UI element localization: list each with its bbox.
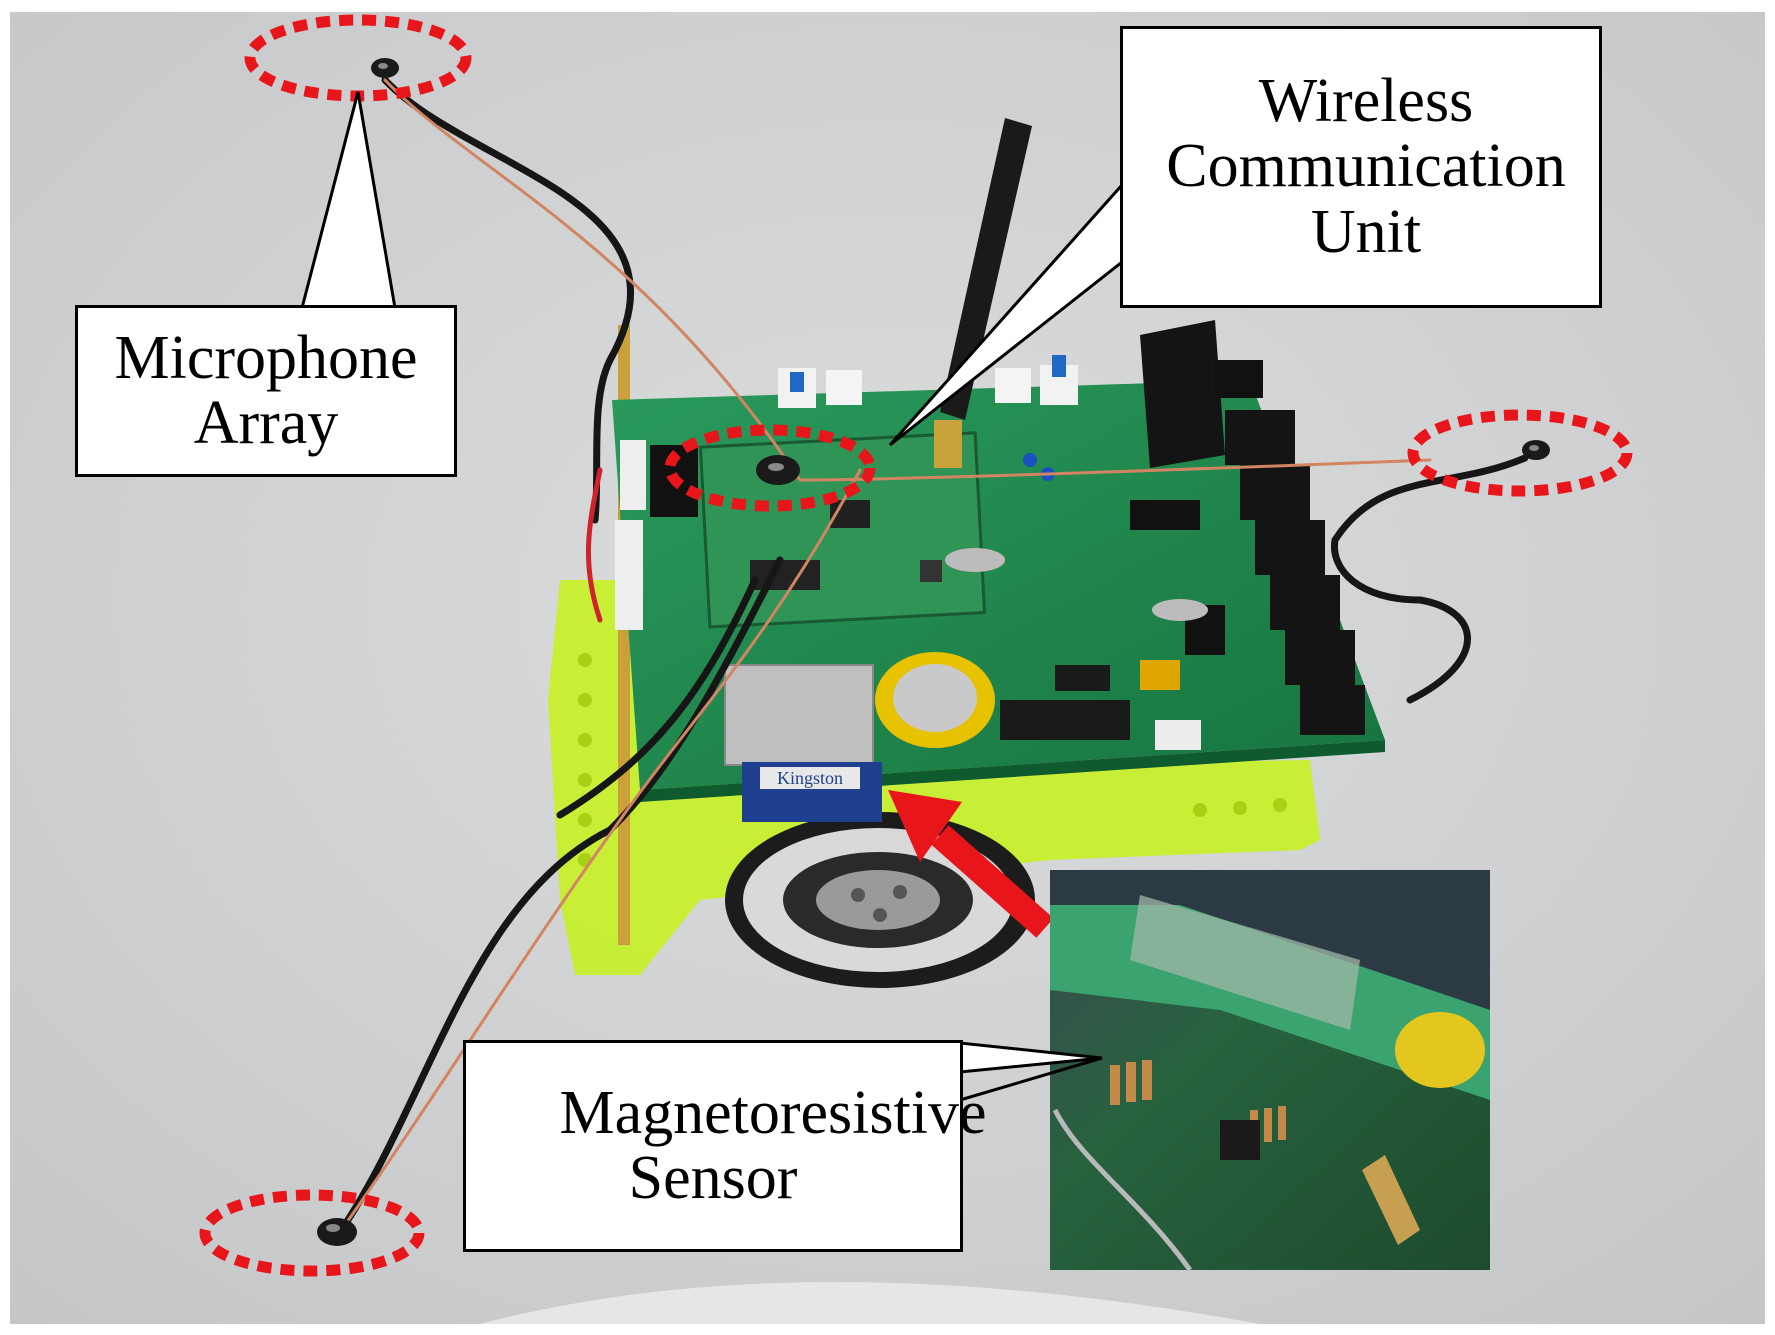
- wireless-communication-unit-label: Wireless Communication Unit: [1120, 26, 1602, 308]
- heatsink: [1140, 320, 1225, 468]
- microphone-center: [756, 455, 800, 485]
- wireless-label-line2: Communication: [1166, 132, 1566, 201]
- mic-highlight-bottom: [199, 1189, 425, 1277]
- red-arrow: [888, 790, 1054, 938]
- sensor-closeup-photo: [959, 870, 1490, 1272]
- mic-cable-top: [381, 76, 634, 524]
- encoder-wheel: [725, 812, 1035, 988]
- microphone-array-label-line1: Microphone: [114, 323, 418, 392]
- magnetoresistive-sensor-label: Magnetoresistive Sensor: [463, 1040, 987, 1252]
- microphone-right: [1522, 440, 1550, 460]
- sd-card-brand: Kingston: [777, 768, 843, 788]
- mic-highlight-right: [1407, 409, 1633, 497]
- microphone-bottom: [317, 1218, 357, 1246]
- mic-cable-bottom: [336, 556, 784, 1236]
- microphone-array-label: Microphone Array: [75, 305, 457, 477]
- microphone-array-label-line2: Array: [193, 389, 339, 457]
- mic-cable-right: [1330, 454, 1529, 604]
- wireless-label-line3: Unit: [1310, 197, 1422, 266]
- floor-disc: [480, 1282, 1260, 1324]
- magnetoresistive-label-line2: Sensor: [628, 1144, 798, 1212]
- microphone-top: [371, 58, 399, 78]
- sd-slot: [724, 664, 874, 766]
- coin-battery: [875, 652, 995, 748]
- antenna: [934, 118, 1032, 468]
- mic-highlight-center: [664, 424, 876, 512]
- magnetoresistive-label-line1: Magnetoresistive: [559, 1078, 987, 1147]
- wireless-label-line1: Wireless: [1258, 67, 1474, 136]
